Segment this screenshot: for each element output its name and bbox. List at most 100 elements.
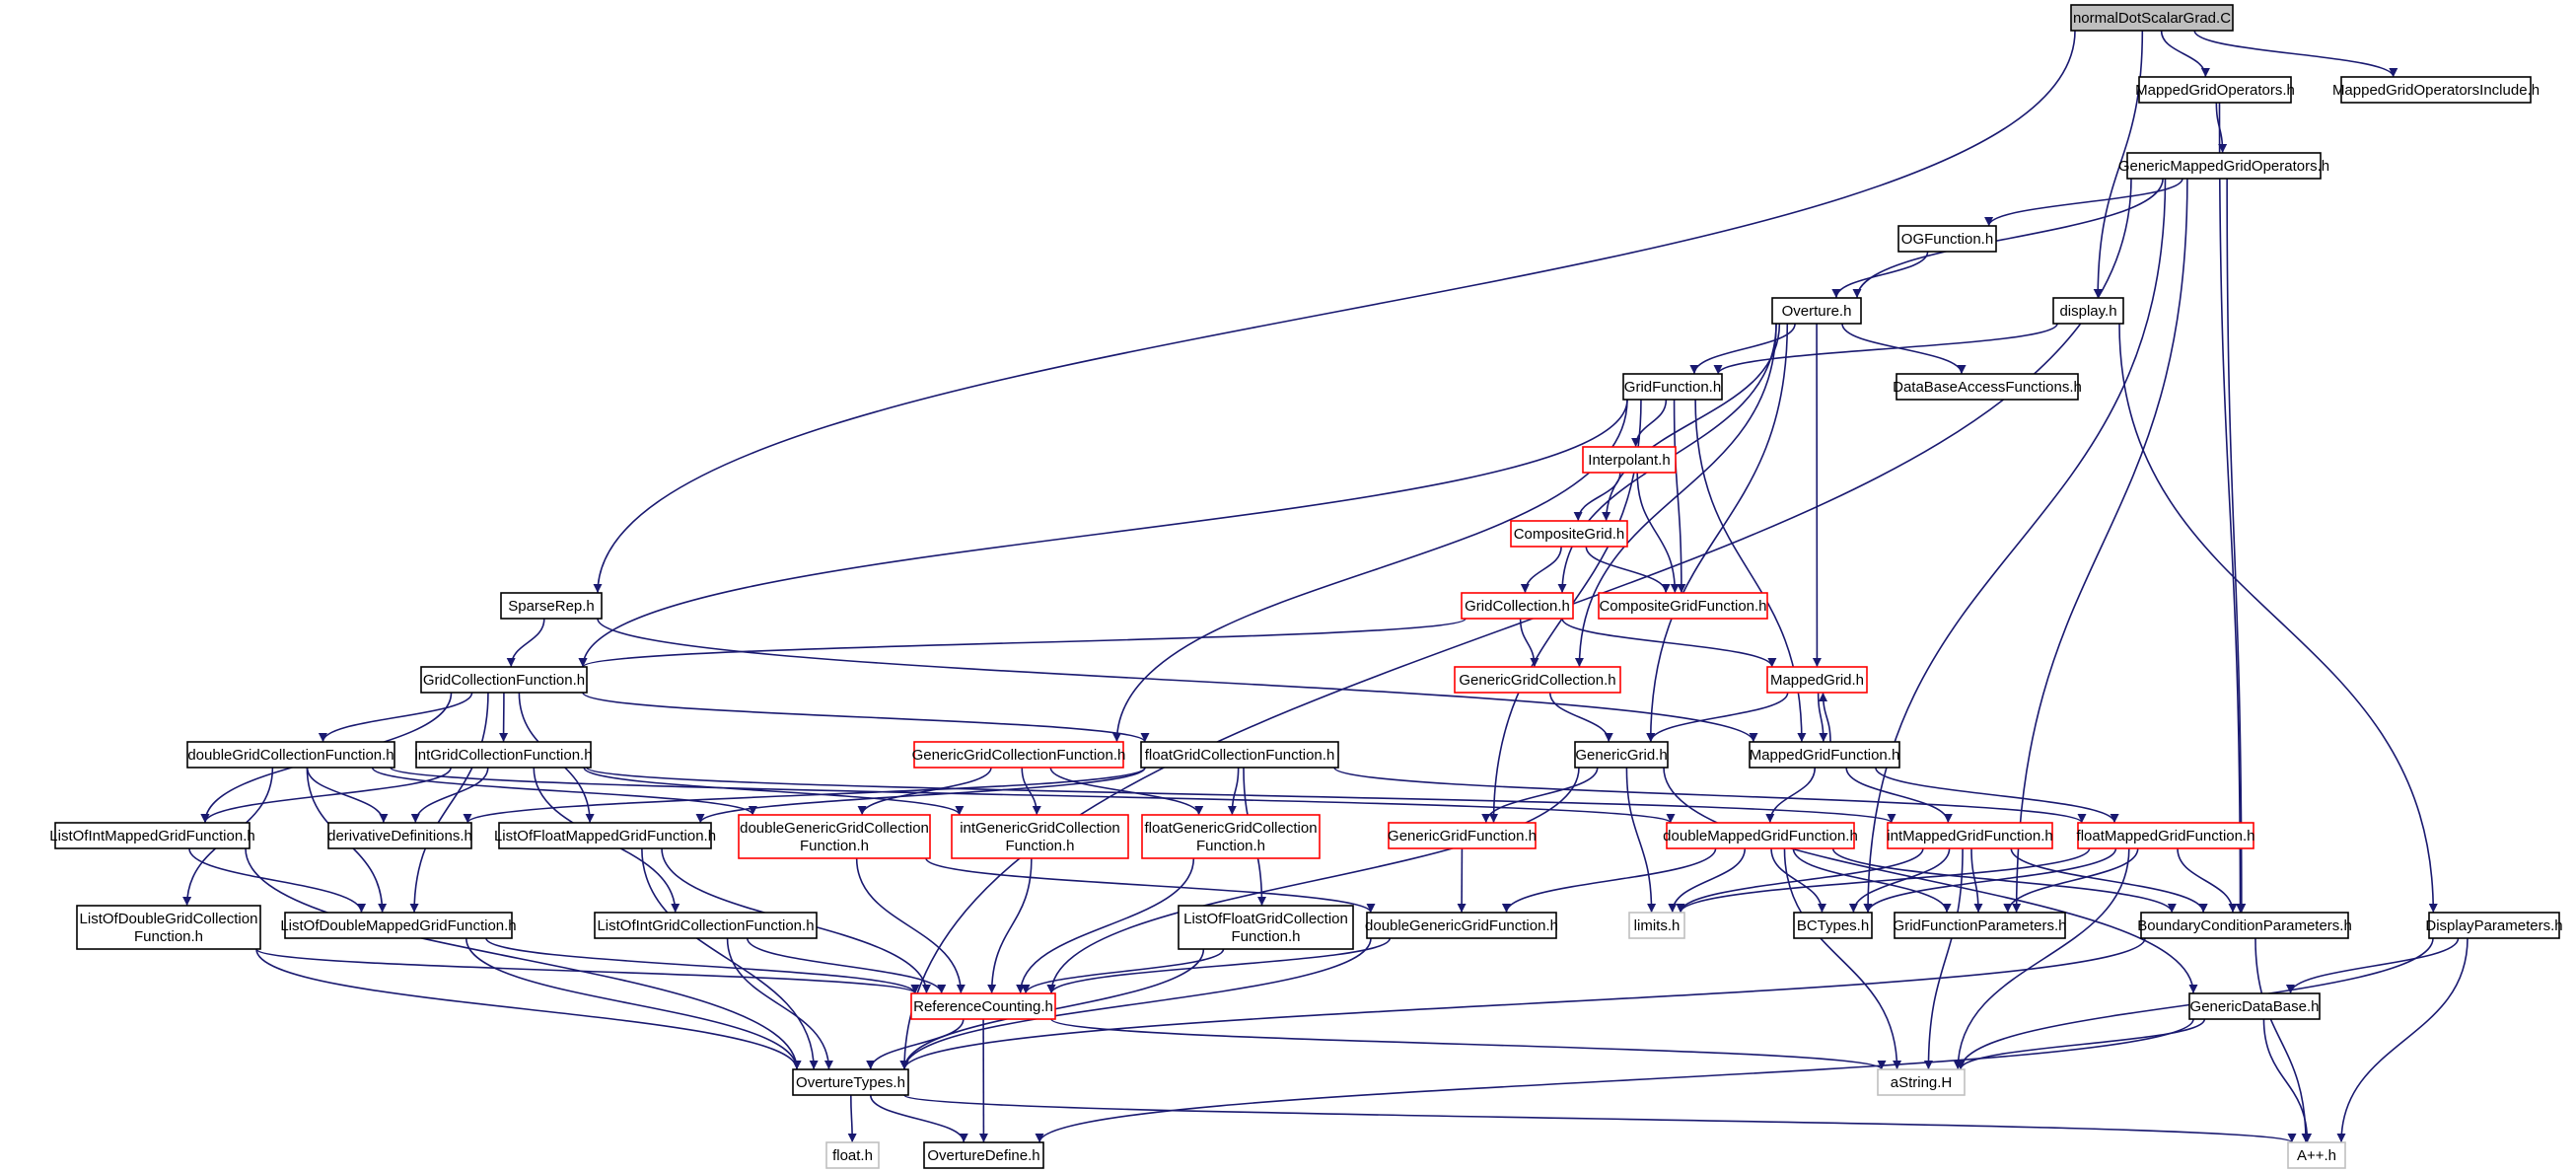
node-box[interactable] <box>792 1068 909 1096</box>
node-dblgengridfn[interactable]: doubleGenericGridFunction.h <box>1365 912 1558 939</box>
node-mgo[interactable]: MappedGridOperators.h <box>2135 76 2295 104</box>
node-box[interactable] <box>1896 373 2079 401</box>
node-overdef[interactable]: OvertureDefine.h <box>923 1141 1044 1169</box>
node-box[interactable] <box>2140 912 2349 939</box>
node-astring[interactable]: aString.H <box>1877 1068 1966 1096</box>
node-fltgridcollfn[interactable]: floatGridCollectionFunction.h <box>1140 741 1339 769</box>
node-compgridfn[interactable]: CompositeGridFunction.h <box>1598 592 1768 620</box>
node-app[interactable]: A++.h <box>2287 1141 2346 1169</box>
node-box[interactable] <box>76 905 261 950</box>
node-box[interactable] <box>2287 1141 2346 1169</box>
node-box[interactable] <box>284 912 513 939</box>
node-limits[interactable]: limits.h <box>1628 912 1685 939</box>
node-box[interactable] <box>186 741 395 769</box>
node-box[interactable] <box>500 592 603 620</box>
node-box[interactable] <box>1140 741 1339 769</box>
node-box[interactable] <box>1366 912 1557 939</box>
node-gengridcoll[interactable]: GenericGridCollection.h <box>1454 666 1621 694</box>
node-box[interactable] <box>2070 4 2234 32</box>
node-gfparams[interactable]: GridFunctionParameters.h <box>1894 912 2067 939</box>
node-interp[interactable]: Interpolant.h <box>1582 446 1677 474</box>
node-box[interactable] <box>594 912 818 939</box>
node-mappedgridfn[interactable]: MappedGridFunction.h <box>1749 741 1900 769</box>
node-box[interactable] <box>2188 992 2321 1020</box>
node-box[interactable] <box>1894 912 2066 939</box>
node-listintmgf[interactable]: ListOfIntMappedGridFunction.h <box>49 822 255 849</box>
node-box[interactable] <box>1749 741 1900 769</box>
node-box[interactable] <box>2340 76 2532 104</box>
node-gridfn[interactable]: GridFunction.h <box>1622 373 1723 401</box>
node-intmgf[interactable]: intMappedGridFunction.h <box>1887 822 2053 849</box>
node-listfltmgf[interactable]: ListOfFloatMappedGridFunction.h <box>494 822 716 849</box>
node-box[interactable] <box>420 666 588 694</box>
node-box[interactable] <box>1574 741 1669 769</box>
node-box[interactable] <box>1454 666 1621 694</box>
node-box[interactable] <box>913 741 1124 769</box>
node-box[interactable] <box>1771 297 1862 325</box>
node-gmgo[interactable]: GenericMappedGridOperators.h <box>2118 152 2329 180</box>
node-box[interactable] <box>1887 822 2053 849</box>
node-box[interactable] <box>825 1141 880 1169</box>
node-box[interactable] <box>1766 666 1868 694</box>
node-box[interactable] <box>1666 822 1855 849</box>
node-box[interactable] <box>738 814 931 859</box>
node-listintgcf[interactable]: ListOfIntGridCollectionFunction.h <box>594 912 818 939</box>
node-box[interactable] <box>1897 225 1997 253</box>
node-box[interactable] <box>1598 592 1768 620</box>
node-box[interactable] <box>327 822 472 849</box>
node-box[interactable] <box>1793 912 1873 939</box>
node-box[interactable] <box>1622 373 1723 401</box>
node-box[interactable] <box>1141 814 1321 859</box>
node-gengridcollfn[interactable]: GenericGridCollectionFunction.h <box>912 741 1126 769</box>
node-bcparams[interactable]: BoundaryConditionParameters.h <box>2137 912 2352 939</box>
node-bctypes[interactable]: BCTypes.h <box>1793 912 1873 939</box>
node-dispparams[interactable]: DisplayParameters.h <box>2425 912 2563 939</box>
node-fltmgf[interactable]: floatMappedGridFunction.h <box>2077 822 2255 849</box>
node-dblmgf[interactable]: doubleMappedGridFunction.h <box>1663 822 1858 849</box>
node-box[interactable] <box>2428 912 2560 939</box>
node-gridcoll[interactable]: GridCollection.h <box>1461 592 1574 620</box>
node-box[interactable] <box>54 822 250 849</box>
node-box[interactable] <box>923 1141 1044 1169</box>
node-box[interactable] <box>1178 905 1354 950</box>
node-refcount[interactable]: ReferenceCounting.h <box>910 992 1056 1020</box>
node-gengrid[interactable]: GenericGrid.h <box>1574 741 1669 769</box>
node-box[interactable] <box>1877 1068 1966 1096</box>
node-box[interactable] <box>2126 152 2322 180</box>
node-box[interactable] <box>2052 297 2124 325</box>
node-gendb[interactable]: GenericDataBase.h <box>2188 992 2321 1020</box>
node-box[interactable] <box>1461 592 1574 620</box>
node-listdblmgf[interactable]: ListOfDoubleMappedGridFunction.h <box>280 912 517 939</box>
node-box[interactable] <box>1388 822 1537 849</box>
node-intgridcollfn[interactable]: intGridCollectionFunction.h <box>414 741 593 769</box>
node-box[interactable] <box>1628 912 1685 939</box>
node-mappedgrid[interactable]: MappedGrid.h <box>1766 666 1868 694</box>
node-sparserep[interactable]: SparseRep.h <box>500 592 603 620</box>
node-overtypes[interactable]: OvertureTypes.h <box>792 1068 909 1096</box>
node-box[interactable] <box>498 822 712 849</box>
node-box[interactable] <box>415 741 592 769</box>
node-box[interactable] <box>1582 446 1677 474</box>
node-derivdefs[interactable]: derivativeDefinitions.h <box>327 822 472 849</box>
node-compgrid[interactable]: CompositeGrid.h <box>1510 520 1628 548</box>
node-display[interactable]: display.h <box>2052 297 2124 325</box>
node-dbaf[interactable]: DataBaseAccessFunctions.h <box>1893 373 2082 401</box>
node-root[interactable]: normalDotScalarGrad.C <box>2070 4 2234 32</box>
node-box[interactable] <box>951 814 1129 859</box>
node-mgoi[interactable]: MappedGridOperatorsInclude.h <box>2332 76 2540 104</box>
node-float[interactable]: float.h <box>825 1141 880 1169</box>
node-gengridfn[interactable]: GenericGridFunction.h <box>1388 822 1537 849</box>
node-box[interactable] <box>1510 520 1628 548</box>
node-box[interactable] <box>2077 822 2254 849</box>
node-overture[interactable]: Overture.h <box>1771 297 1862 325</box>
node-dblgridcollfn[interactable]: doubleGridCollectionFunction.h <box>186 741 395 769</box>
node-ogf[interactable]: OGFunction.h <box>1897 225 1997 253</box>
node-gridcollfn[interactable]: GridCollectionFunction.h <box>420 666 588 694</box>
node-box[interactable] <box>910 992 1056 1020</box>
node-box[interactable] <box>2138 76 2292 104</box>
